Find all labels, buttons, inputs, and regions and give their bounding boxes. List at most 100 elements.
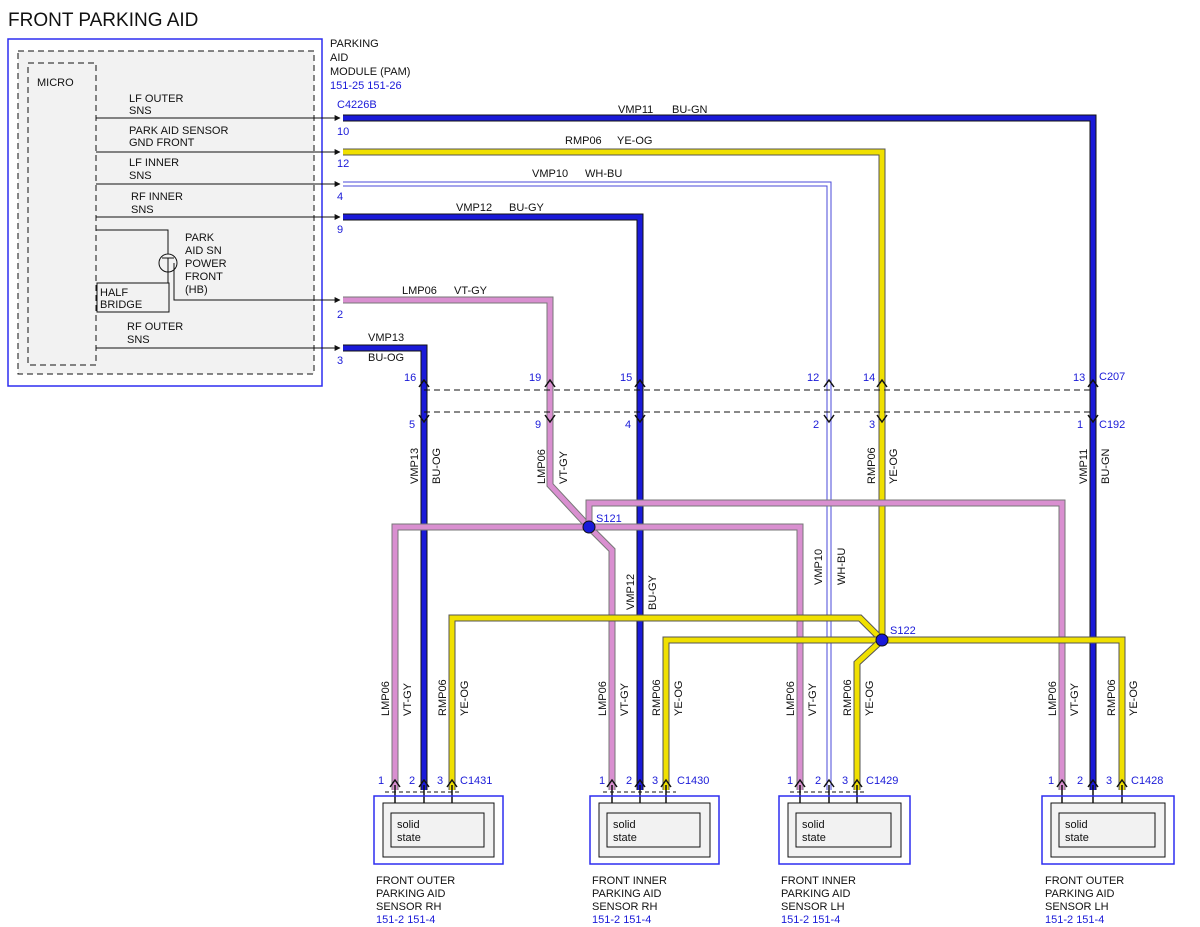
c1431-inner-1: solid: [397, 819, 420, 831]
c1428-refs: 151-2 151-4: [1045, 914, 1104, 926]
wire-rmp06-main: [343, 148, 886, 640]
c1429-name-2: PARKING AID: [781, 888, 851, 900]
pin-12-label-1: PARK AID SENSOR: [129, 125, 228, 137]
vlabel-vt-gy: VT-GY: [558, 450, 570, 484]
c1430-name-1: FRONT INNER: [592, 875, 667, 887]
wire-vmp13: [343, 344, 428, 790]
label-lmp06: LMP06: [402, 285, 437, 297]
wire-lmp06-branches: [391, 499, 1066, 790]
cavity-upper-13: 13: [1073, 372, 1085, 384]
sensor-c1429: 1 2 3 C1429 solid state FRONT INNER PARK…: [778, 775, 911, 926]
pin-number-2: 2: [337, 309, 343, 321]
c1428-name-3: SENSOR LH: [1045, 901, 1109, 913]
vlabel-bu-og: BU-OG: [431, 448, 443, 484]
wires: [343, 114, 1126, 790]
c1430-pin-3: 3: [652, 775, 658, 787]
c1430-ye-og: YE-OG: [673, 681, 685, 716]
c1431-inner-2: state: [397, 832, 421, 844]
label-ye-og: YE-OG: [617, 135, 652, 147]
hb-label-line-2: AID SN: [185, 245, 222, 257]
hb-label-line-4: FRONT: [185, 271, 223, 283]
c1431-pin-2: 2: [409, 775, 415, 787]
half-bridge-line-2: BRIDGE: [100, 299, 142, 311]
pin-4-label-2: SNS: [129, 170, 152, 182]
c1431-vt-gy: VT-GY: [402, 682, 414, 716]
c1431-rmp06: RMP06: [437, 679, 449, 716]
c1428-pin-3: 3: [1106, 775, 1112, 787]
cavity-upper-16: 16: [404, 372, 416, 384]
half-bridge-line-1: HALF: [100, 287, 128, 299]
micro-label: MICRO: [37, 77, 74, 89]
module-name-line-2: AID: [330, 52, 348, 64]
c1430-inner-2: state: [613, 832, 637, 844]
pin-number-12: 12: [337, 158, 349, 170]
module-name-line-3: MODULE (PAM): [330, 66, 410, 78]
vlabel-vmp11: VMP11: [1078, 449, 1090, 484]
c1431-name-2: PARKING AID: [376, 888, 446, 900]
label-bu-gn: BU-GN: [672, 104, 708, 116]
c1430-label: C1430: [677, 775, 709, 787]
sensor-wire-labels: LMP06 VT-GY RMP06 YE-OG LMP06 VT-GY RMP0…: [380, 679, 1140, 716]
c1431-pin-1: 1: [378, 775, 384, 787]
vlabel-ye-og: YE-OG: [888, 449, 900, 484]
wire-vmp12: [343, 213, 644, 790]
splice-s122: [875, 633, 889, 647]
c1429-refs: 151-2 151-4: [781, 914, 840, 926]
c1431-ye-og: YE-OG: [459, 681, 471, 716]
module-inner-box: [17, 50, 315, 375]
wire-labels: VMP11 BU-GN RMP06 YE-OG VMP10 WH-BU VMP1…: [368, 104, 708, 364]
label-wh-bu: WH-BU: [585, 168, 622, 180]
c1429-inner-1: solid: [802, 819, 825, 831]
splice-s122-label: S122: [890, 625, 916, 637]
pin-10-label-2: SNS: [129, 105, 152, 117]
inline-lower-label: C192: [1099, 419, 1125, 431]
half-bridge-box: [96, 282, 170, 313]
inline-connector: C207 C192 16 5 19 9 15 4 12 2 14 3 13 1: [404, 371, 1125, 431]
c1429-name-3: SENSOR LH: [781, 901, 845, 913]
vlabel-rmp06: RMP06: [866, 447, 878, 484]
diagram-title: FRONT PARKING AID: [8, 10, 198, 31]
splice-s121-label: S121: [596, 513, 622, 525]
wire-rmp06-branches: [448, 614, 1126, 790]
sensor-c1428: 1 2 3 C1428 solid state FRONT OUTER PARK…: [1041, 775, 1175, 926]
c1430-inner-1: solid: [613, 819, 636, 831]
module-name-line-1: PARKING: [330, 38, 379, 50]
label-vmp12: VMP12: [456, 202, 492, 214]
pin-9-label-2: SNS: [131, 204, 154, 216]
pin-number-4: 4: [337, 191, 343, 203]
c1428-inner-2: state: [1065, 832, 1089, 844]
pin-10-label-1: LF OUTER: [129, 93, 183, 105]
c1428-ye-og: YE-OG: [1128, 681, 1140, 716]
c1429-inner-2: state: [802, 832, 826, 844]
c1431-refs: 151-2 151-4: [376, 914, 435, 926]
vlabel-bu-gy: BU-GY: [647, 575, 659, 611]
c1428-pin-2: 2: [1077, 775, 1083, 787]
c1431-pin-3: 3: [437, 775, 443, 787]
c1428-inner-1: solid: [1065, 819, 1088, 831]
cavity-upper-19: 19: [529, 372, 541, 384]
vlabel-vmp10: VMP10: [813, 549, 825, 585]
c1429-vt-gy: VT-GY: [807, 682, 819, 716]
c1431-name-1: FRONT OUTER: [376, 875, 455, 887]
c1429-rmp06: RMP06: [842, 679, 854, 716]
c1430-lmp06: LMP06: [597, 681, 609, 716]
label-vt-gy: VT-GY: [454, 285, 488, 297]
vlabel-vmp12: VMP12: [625, 574, 637, 610]
pin-number-3: 3: [337, 355, 343, 367]
sensor-c1431: 1 2 3 C1431 solid state FRONT OUTER PARK…: [373, 775, 504, 926]
c1430-name-2: PARKING AID: [592, 888, 662, 900]
c1430-rmp06: RMP06: [651, 679, 663, 716]
c1428-vt-gy: VT-GY: [1069, 682, 1081, 716]
splices: S121 S122: [582, 513, 916, 647]
cavity-lower-5: 5: [409, 419, 415, 431]
c1428-label: C1428: [1131, 775, 1163, 787]
c1430-pin-1: 1: [599, 775, 605, 787]
vlabel-wh-bu: WH-BU: [836, 548, 848, 585]
c1430-pin-2: 2: [626, 775, 632, 787]
label-vmp10: VMP10: [532, 168, 568, 180]
cavity-upper-12: 12: [807, 372, 819, 384]
inline-upper-label: C207: [1099, 371, 1125, 383]
c1429-ye-og: YE-OG: [864, 681, 876, 716]
label-bu-gy: BU-GY: [509, 202, 545, 214]
